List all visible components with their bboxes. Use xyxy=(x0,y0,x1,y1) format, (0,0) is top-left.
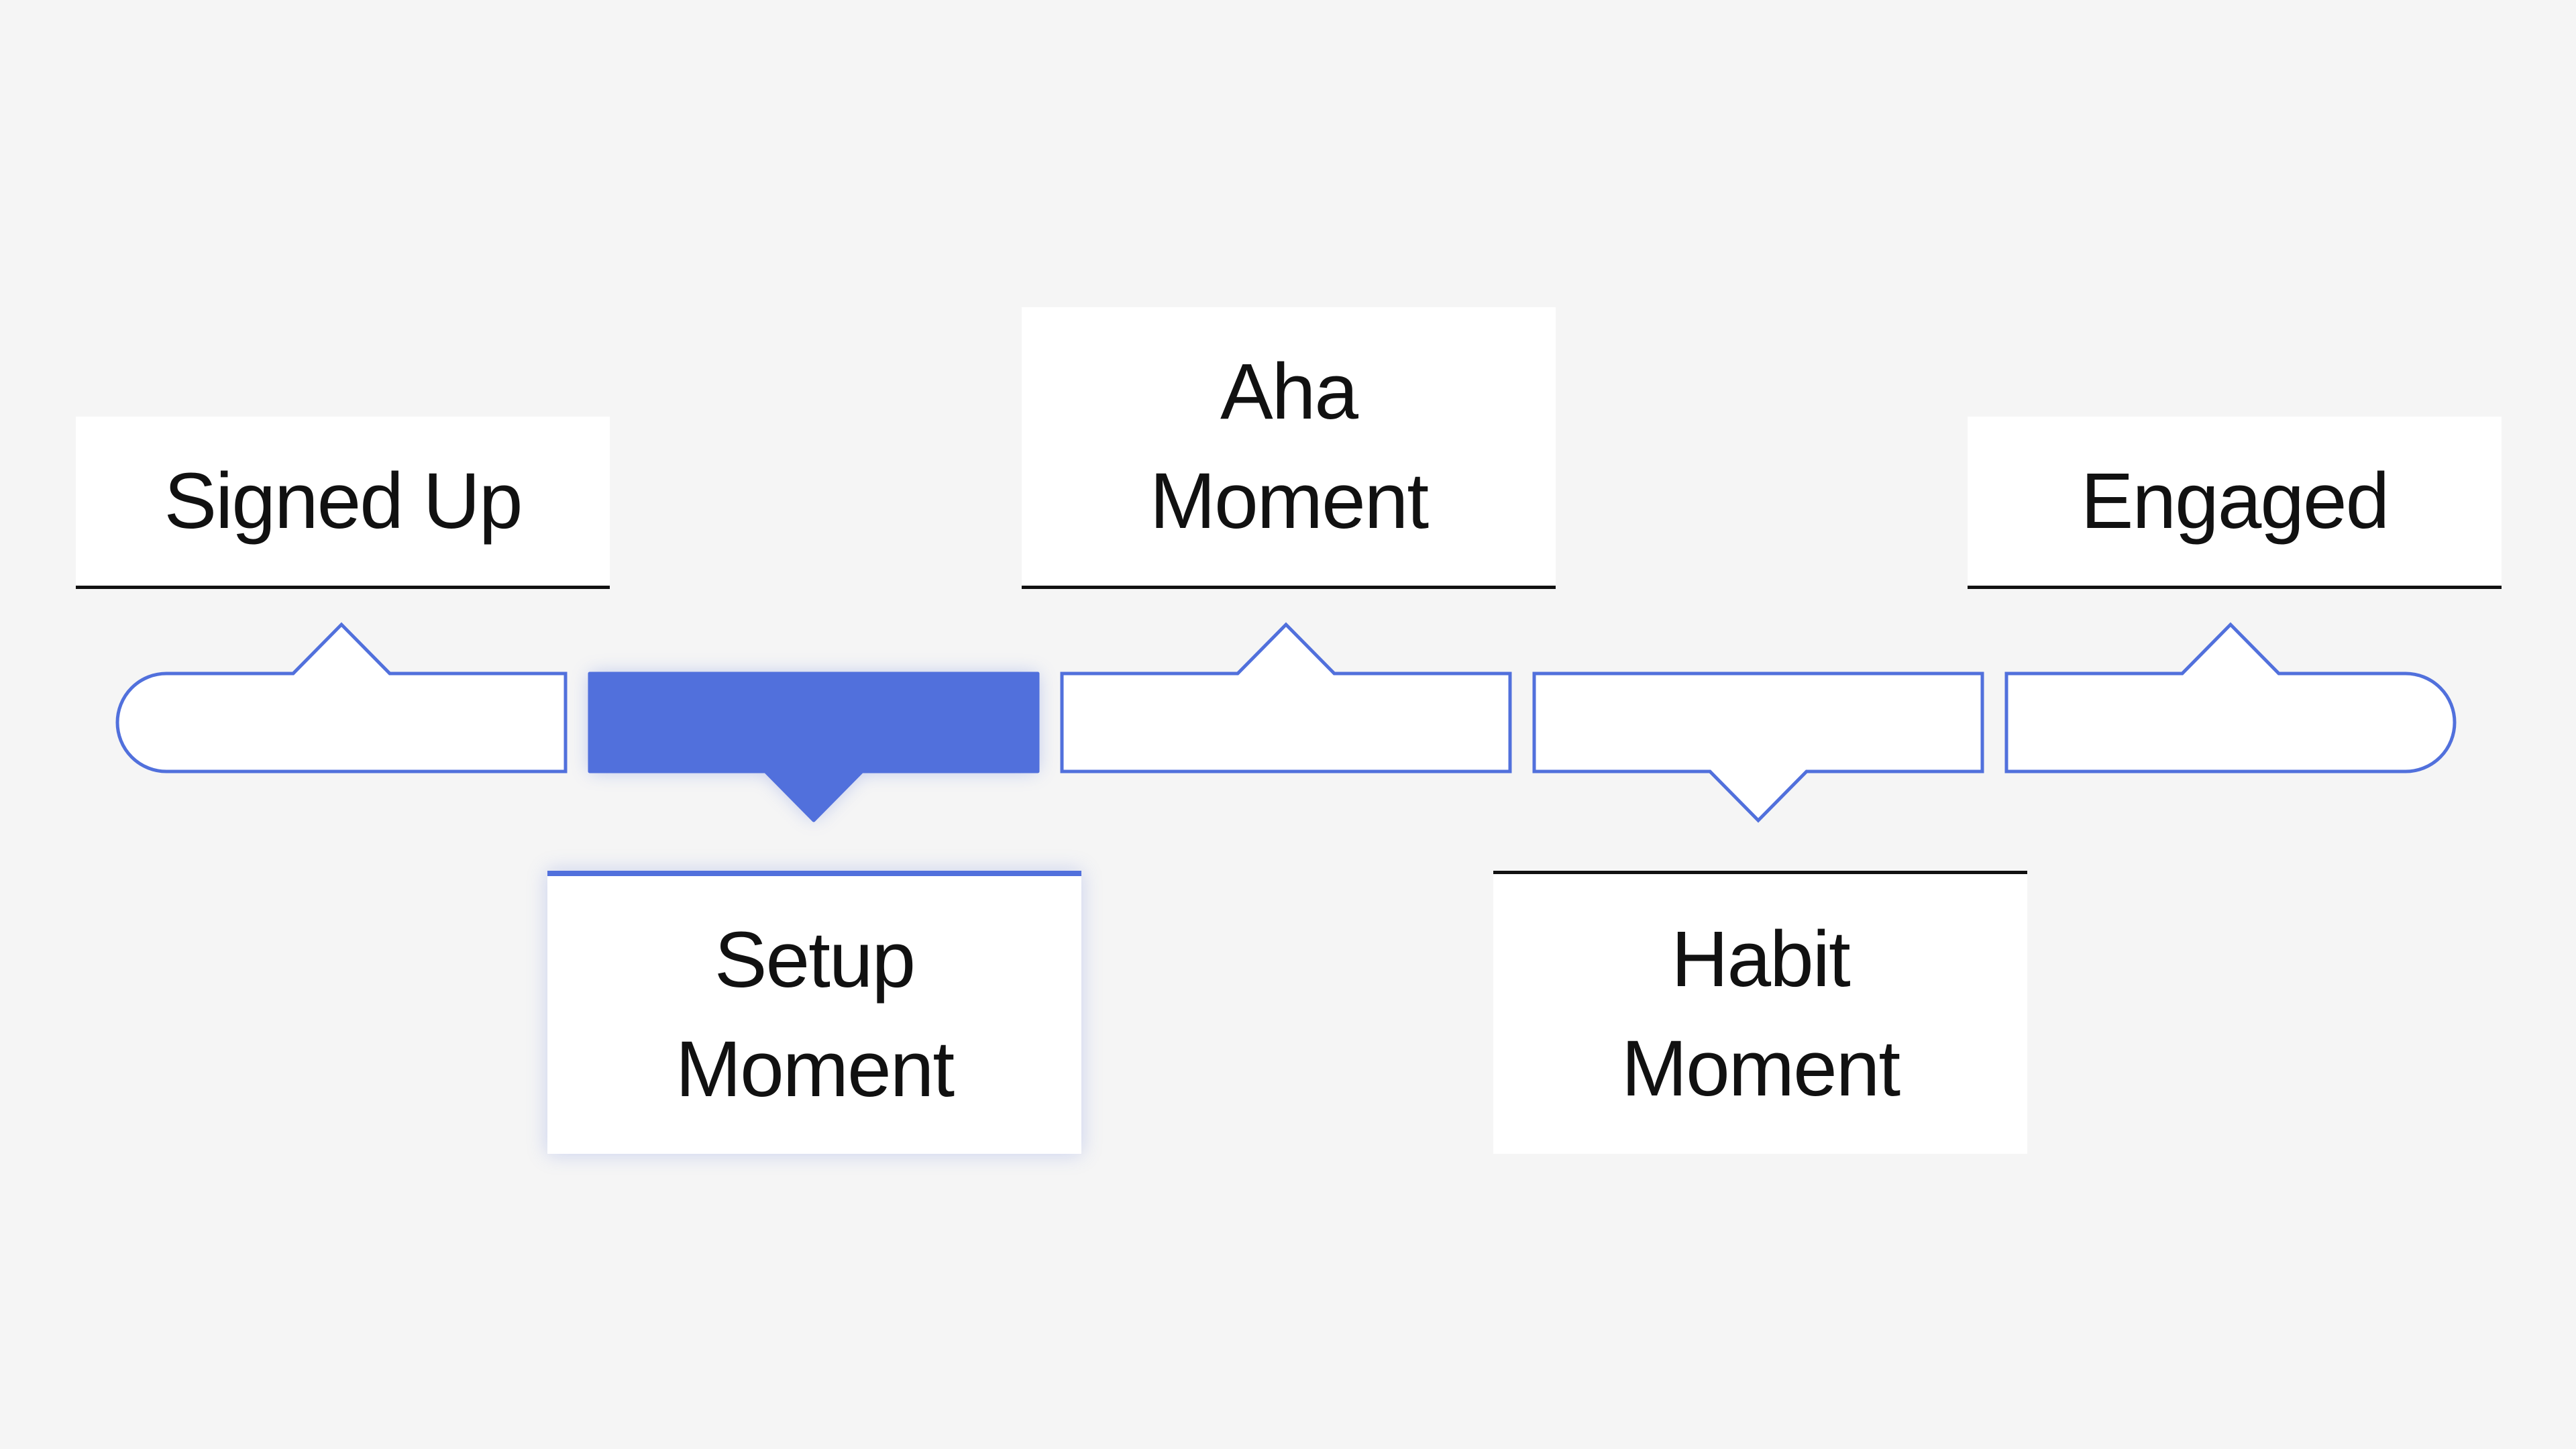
pipeline-segment-engaged xyxy=(2004,622,2457,773)
stage-label-signed-up: Signed Up xyxy=(164,456,523,545)
stage-card-setup-moment: Setup Moment xyxy=(547,871,1081,1154)
stage-label-habit-line-1: Habit xyxy=(1671,914,1850,1004)
stage-label-engaged: Engaged xyxy=(2080,456,2390,545)
pipeline-segment-habit-moment xyxy=(1532,672,1984,823)
stage-label-setup-line-1: Setup xyxy=(714,916,916,1005)
pipeline-segment-signed-up xyxy=(115,622,568,773)
stage-label-habit-line-2: Moment xyxy=(1621,1024,1900,1113)
stage-card-engaged: Engaged xyxy=(1968,417,2502,589)
stage-card-aha-moment: Aha Moment xyxy=(1022,307,1556,589)
pipeline-segment-aha-moment xyxy=(1060,622,1512,773)
stage-label-setup-line-2: Moment xyxy=(675,1025,955,1114)
stage-label-aha-line-1: Aha xyxy=(1220,347,1358,436)
stage-label-aha-line-2: Moment xyxy=(1149,456,1429,545)
stage-card-signed-up: Signed Up xyxy=(76,417,610,589)
pipeline-segment-setup-moment xyxy=(588,672,1040,822)
stage-card-habit-moment: Habit Moment xyxy=(1493,871,2027,1154)
